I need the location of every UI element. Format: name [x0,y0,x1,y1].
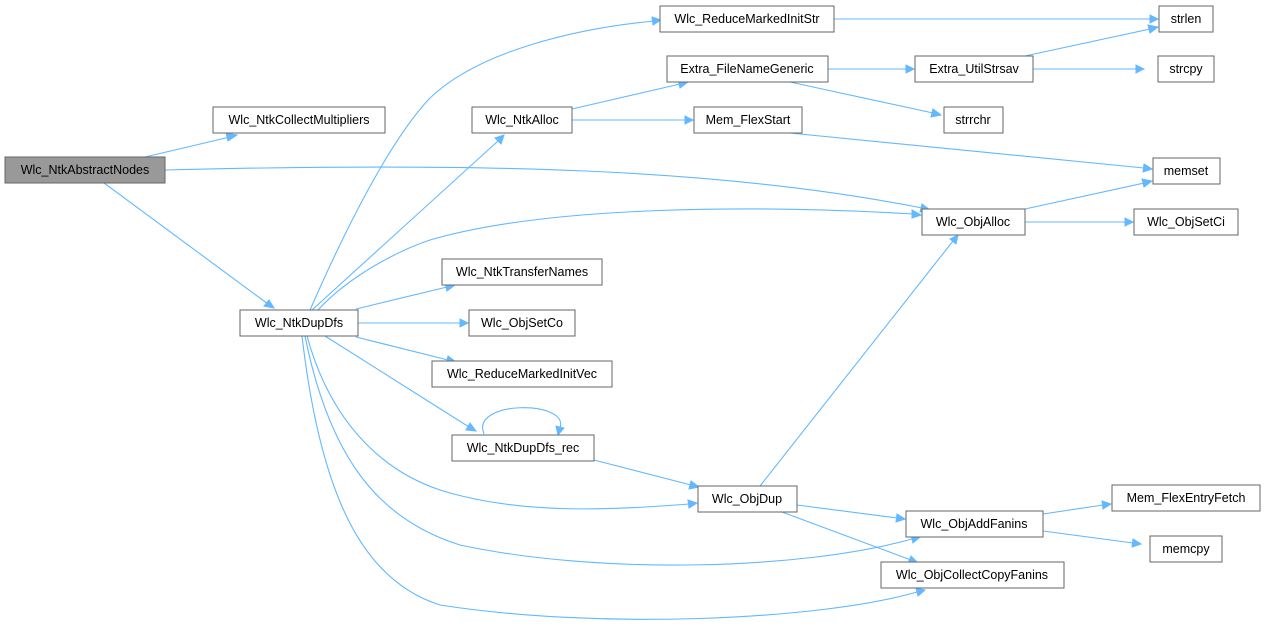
node-label: memcpy [1162,542,1210,556]
edge-dupdfs-to-objalloc [317,208,923,311]
edge-dupdfs-to-reducemarkedinitvec [355,336,458,365]
edge-dupdfs-to-objcollectcopyfanins [301,335,927,620]
edge-abstract-to-dupdfs [103,182,276,309]
node-label: Wlc_ReduceMarkedInitStr [674,12,819,26]
edge-abstract-to-objalloc [164,166,932,213]
edge-ntkdupdfsrec-self [482,407,565,437]
node-strlen[interactable]: strlen [1158,5,1214,33]
node-label: strrchr [955,113,990,127]
edge-objalloc-to-memset [1024,178,1154,210]
edge-dupdfs-to-transfernames [355,282,457,310]
node-wlc-ntkabstractnodes[interactable]: Wlc_NtkAbstractNodes [4,156,166,184]
node-label: Wlc_ObjDup [712,492,782,506]
node-memset[interactable]: memset [1152,157,1221,185]
node-layer: Wlc_NtkAbstractNodes Wlc_NtkCollectMulti… [4,5,1261,589]
edge-layer [103,14,1160,620]
edge-filenamegeneric-to-strrchr [789,81,943,118]
edge-dupdfs-to-reducemarkedinitstr [309,16,663,311]
edge-utilstrsav-to-strlen [1024,24,1160,57]
node-wlc-reducemarkedinitvec[interactable]: Wlc_ReduceMarkedInitVec [431,360,613,388]
node-wlc-objaddfanins[interactable]: Wlc_ObjAddFanins [905,510,1044,538]
edge-objdup-to-objaddfanins [796,504,907,523]
edge-ntkalloc-to-flexstart [572,115,695,125]
node-wlc-ntkdupdfs[interactable]: Wlc_NtkDupDfs [239,309,359,337]
node-wlc-objdup[interactable]: Wlc_ObjDup [697,485,798,513]
edge-filenamegeneric-to-utilstrsav [828,64,916,74]
node-wlc-objalloc[interactable]: Wlc_ObjAlloc [921,208,1026,236]
node-wlc-ntkcollectmultipliers[interactable]: Wlc_NtkCollectMultipliers [212,106,386,134]
node-label: strcpy [1169,62,1203,76]
node-strrchr[interactable]: strrchr [943,106,1004,134]
edge-abstract-to-collectmultipliers [144,132,239,158]
node-wlc-ntktransfernames[interactable]: Wlc_NtkTransferNames [441,258,603,286]
edge-dupdfs-to-ntkalloc [311,134,505,311]
edge-dupdfs-to-ntkdupdfsrec [324,335,478,432]
edge-objalloc-to-objsetci [1025,217,1135,227]
node-mem-flexentryfetch[interactable]: Mem_FlexEntryFetch [1111,484,1261,512]
edge-objdup-to-objalloc [759,234,959,487]
edge-objaddfanins-to-memcpy [1042,530,1143,548]
edge-ntkalloc-to-filenamegeneric [571,79,690,110]
node-memcpy[interactable]: memcpy [1149,535,1223,563]
edge-utilstrsav-to-strcpy [1033,64,1146,74]
node-label: Wlc_ReduceMarkedInitVec [447,367,597,381]
node-label: Wlc_ObjSetCo [481,316,563,330]
node-label: Wlc_ObjAlloc [936,215,1010,229]
edge-reducemarkedinitstr-to-strlen [834,14,1160,24]
node-label: Mem_FlexEntryFetch [1127,491,1246,505]
node-mem-flexstart[interactable]: Mem_FlexStart [693,106,803,134]
edge-ntkdupdfsrec-to-objdup [593,459,701,490]
edge-dupdfs-to-objdup [306,335,699,510]
node-label: Wlc_NtkTransferNames [456,265,588,279]
node-strcpy[interactable]: strcpy [1157,55,1215,83]
node-wlc-objsetci[interactable]: Wlc_ObjSetCi [1133,208,1239,236]
node-label: memset [1164,164,1209,178]
node-label: Wlc_NtkCollectMultipliers [229,113,370,127]
node-label: Wlc_NtkAlloc [485,113,559,127]
node-wlc-ntkdupdfs-rec[interactable]: Wlc_NtkDupDfs_rec [451,434,595,462]
node-label: Wlc_NtkDupDfs_rec [467,441,580,455]
node-label: Extra_UtilStrsav [929,62,1019,76]
node-wlc-ntkalloc[interactable]: Wlc_NtkAlloc [471,106,573,134]
node-extra-filenamegeneric[interactable]: Extra_FileNameGeneric [666,55,829,83]
node-label: Wlc_NtkDupDfs [255,316,343,330]
node-extra-utilstrsav[interactable]: Extra_UtilStrsav [914,55,1034,83]
node-label: Wlc_ObjSetCi [1147,215,1225,229]
node-label: Wlc_ObjAddFanins [921,517,1028,531]
node-label: Wlc_NtkAbstractNodes [21,163,150,177]
node-wlc-objsetco[interactable]: Wlc_ObjSetCo [468,309,576,337]
edge-dupdfs-to-objsetco [358,318,470,328]
edge-objaddfanins-to-flexentryfetch [1042,500,1113,515]
node-label: Extra_FileNameGeneric [680,62,813,76]
node-label: strlen [1171,12,1202,26]
node-wlc-objcollectcopyfanins[interactable]: Wlc_ObjCollectCopyFanins [880,561,1065,589]
node-label: Wlc_ObjCollectCopyFanins [896,568,1048,582]
edge-flexstart-to-memset [789,132,1154,173]
node-label: Mem_FlexStart [706,113,791,127]
node-wlc-reducemarkedinitstr[interactable]: Wlc_ReduceMarkedInitStr [659,5,835,33]
